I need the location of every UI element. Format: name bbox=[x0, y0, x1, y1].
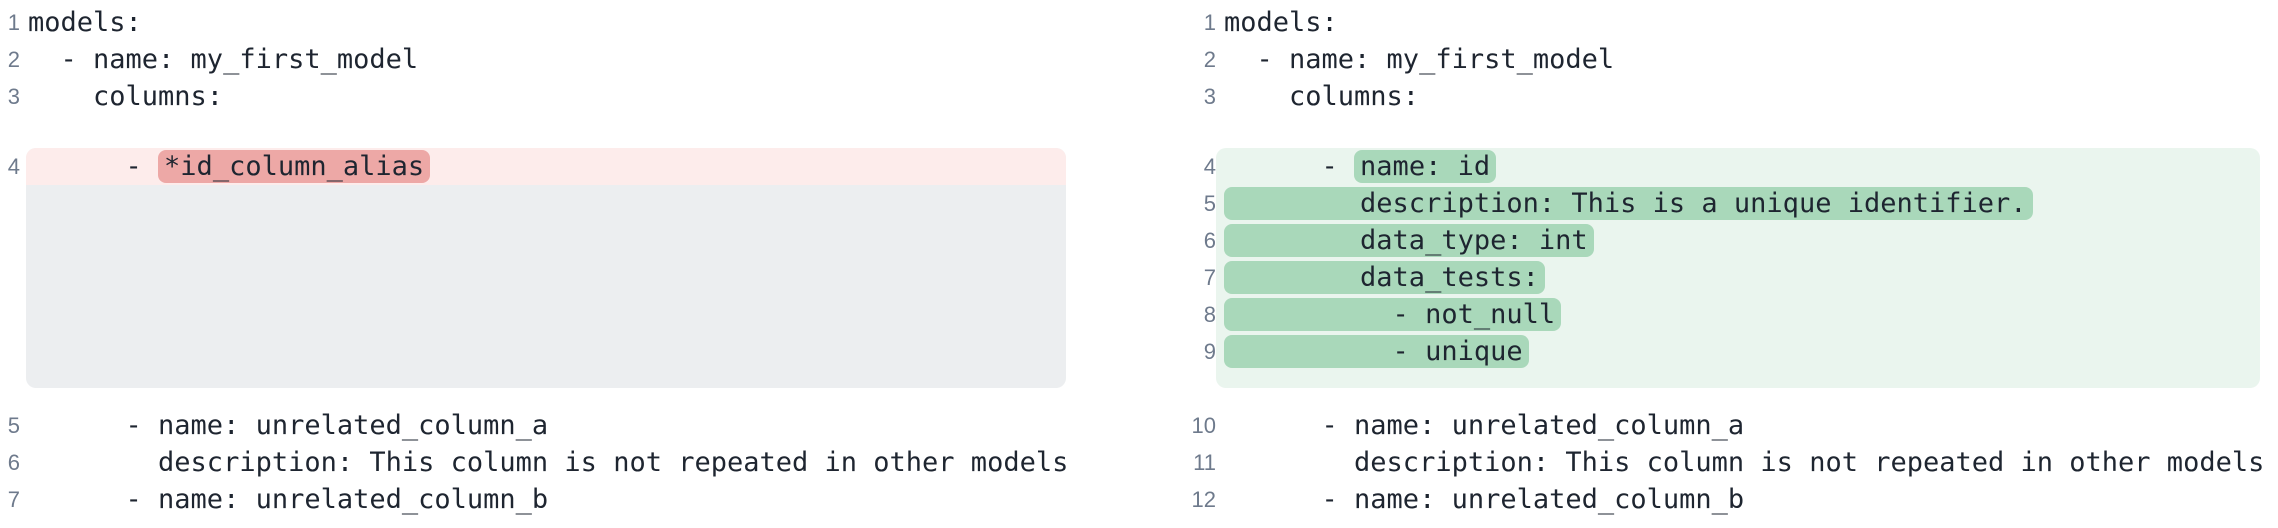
line-number: 3 bbox=[1203, 84, 1216, 109]
code-line: 1 models: bbox=[1190, 4, 2278, 41]
diff-token-added: name: id bbox=[1354, 150, 1497, 183]
code-text: - not_null bbox=[1216, 296, 1562, 333]
diff-token-added: data_tests: bbox=[1224, 261, 1545, 294]
code-line: 4 - *id_column_alias bbox=[0, 148, 1139, 185]
line-number: 7 bbox=[7, 487, 20, 512]
code-line: 4 - name: id bbox=[1190, 148, 2278, 185]
code-text: - name: unrelated_column_a bbox=[1224, 410, 1745, 441]
code-line: 11 description: This column is not repea… bbox=[1190, 444, 2278, 481]
diff-token-added: - not_null bbox=[1224, 298, 1562, 331]
line-number: 2 bbox=[1203, 47, 1216, 72]
code-line: 9 - unique bbox=[1190, 333, 2278, 370]
code-text: columns: bbox=[28, 81, 224, 112]
code-line: 6 data_type: int bbox=[1190, 222, 2278, 259]
code-line: 2 - name: my_first_model bbox=[1190, 41, 2278, 78]
code-text: - unique bbox=[1216, 333, 1529, 370]
code-line: 3 columns: bbox=[0, 78, 1139, 115]
code-text: columns: bbox=[1224, 81, 1420, 112]
code-text: description: This column is not repeated… bbox=[28, 447, 1069, 478]
line-number: 5 bbox=[7, 413, 20, 438]
removed-hunk: 4 - *id_column_alias bbox=[0, 148, 1139, 388]
code-line: 6 description: This column is not repeat… bbox=[0, 444, 1139, 481]
code-line: 7 data_tests: bbox=[1190, 259, 2278, 296]
code-text: - name: unrelated_column_b bbox=[28, 484, 549, 515]
code-line: 12 - name: unrelated_column_b bbox=[1190, 481, 2278, 518]
line-number: 8 bbox=[1203, 302, 1216, 327]
code-text: - *id_column_alias bbox=[20, 148, 431, 185]
code-text: description: This is a unique identifier… bbox=[1216, 185, 2033, 222]
line-number: 1 bbox=[1203, 10, 1216, 35]
code-line: 5 - name: unrelated_column_a bbox=[0, 407, 1139, 444]
code-line: 2 - name: my_first_model bbox=[0, 41, 1139, 78]
code-text: - name: my_first_model bbox=[1224, 44, 1615, 75]
code-text: models: bbox=[1224, 7, 1338, 38]
diff-token-added: data_type: int bbox=[1224, 224, 1594, 257]
code-line: 5 description: This is a unique identifi… bbox=[1190, 185, 2278, 222]
code-text: description: This column is not repeated… bbox=[1224, 447, 2265, 478]
removed-hunk-background bbox=[26, 148, 1066, 388]
diff-token-removed: *id_column_alias bbox=[158, 150, 431, 183]
line-number: 4 bbox=[7, 154, 20, 179]
code-text: - name: unrelated_column_b bbox=[1224, 484, 1745, 515]
line-number: 2 bbox=[7, 47, 20, 72]
code-line: 1 models: bbox=[0, 4, 1139, 41]
line-number: 3 bbox=[7, 84, 20, 109]
line-number: 1 bbox=[7, 10, 20, 35]
line-number: 5 bbox=[1203, 191, 1216, 216]
code-text: data_type: int bbox=[1216, 222, 1594, 259]
code-text: - name: my_first_model bbox=[28, 44, 419, 75]
line-number: 7 bbox=[1203, 265, 1216, 290]
code-text: - name: id bbox=[1216, 148, 1497, 185]
code-line: 8 - not_null bbox=[1190, 296, 2278, 333]
code-text: data_tests: bbox=[1216, 259, 1545, 296]
line-number: 4 bbox=[1203, 154, 1216, 179]
code-line: 7 - name: unrelated_column_b bbox=[0, 481, 1139, 518]
code-text: models: bbox=[28, 7, 142, 38]
line-number: 6 bbox=[1203, 228, 1216, 253]
line-number: 11 bbox=[1193, 450, 1216, 475]
line-number: 10 bbox=[1191, 413, 1216, 438]
code-text: - name: unrelated_column_a bbox=[28, 410, 549, 441]
diff-token-added: - unique bbox=[1224, 335, 1529, 368]
line-number: 6 bbox=[7, 450, 20, 475]
line-number: 9 bbox=[1203, 339, 1216, 364]
diff-token-added: description: This is a unique identifier… bbox=[1224, 187, 2033, 220]
code-line: 10 - name: unrelated_column_a bbox=[1190, 407, 2278, 444]
code-line: 3 columns: bbox=[1190, 78, 2278, 115]
line-number: 12 bbox=[1191, 487, 1216, 512]
